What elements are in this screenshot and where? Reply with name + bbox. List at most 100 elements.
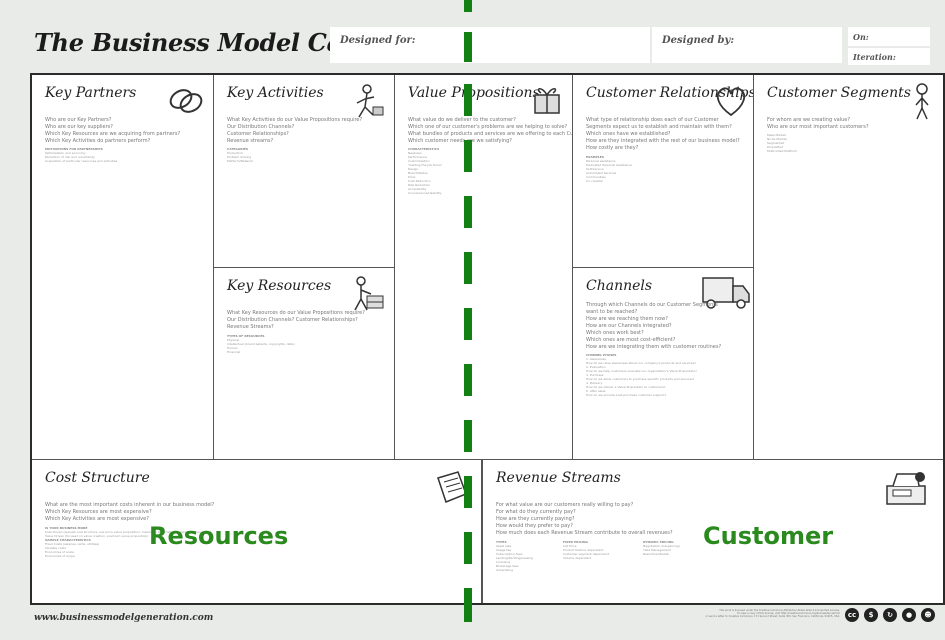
category-item: Intellectual (brand patents, copyrights,…: [227, 342, 295, 346]
question: For what do they currently pay?: [496, 509, 576, 515]
dash-segment: [464, 0, 472, 12]
truck-icon: [702, 277, 750, 309]
question: Who are our most important customers?: [767, 124, 869, 130]
cc-icon: cc: [845, 608, 859, 622]
category-heading: EXAMPLES: [586, 155, 604, 159]
question: What value do we deliver to the customer…: [408, 117, 516, 123]
category-item: Subscription Fees: [496, 552, 523, 556]
block-title: Customer Relationships: [586, 85, 754, 101]
category-item: 2. Evaluation: [586, 365, 606, 369]
category-heading: IS YOUR BUSINESS MORE: [45, 526, 88, 530]
category-item: 4. Delivery: [586, 381, 603, 385]
category-item: Design: [408, 167, 419, 171]
iteration-field[interactable]: Iteration:: [848, 48, 930, 65]
nc-icon: ●: [902, 608, 916, 622]
category-item: Variable costs: [45, 546, 66, 550]
question: Who are our key suppliers?: [45, 124, 113, 130]
category-list: CHANNEL PHASES 1. Awareness How do we ra…: [586, 353, 741, 397]
on-label: On:: [853, 32, 869, 42]
dash-segment: [464, 196, 472, 228]
category-heading: CHANNEL PHASES: [586, 353, 617, 357]
category-item: Multi-sided Platform: [767, 149, 798, 153]
category-list: TYPES OF RESOURCES Physical Intellectual…: [227, 334, 382, 354]
category-item: Acquisition of particular resources and …: [45, 159, 118, 163]
block-title: Key Resources: [227, 278, 332, 294]
license-line: To view a copy of this license, visit ht…: [737, 612, 840, 615]
website-link[interactable]: www.businessmodelgeneration.com: [34, 613, 214, 623]
category-item: Newness: [408, 151, 422, 155]
category-item: Convenience/Usability: [408, 191, 442, 195]
question: Through which Channels do our Customer S…: [586, 302, 718, 308]
license-line: or send a letter to Creative Commons, 17…: [705, 615, 840, 618]
category-item: How do we deliver a Value Proposition to…: [586, 385, 666, 389]
category-item: Performance: [408, 155, 428, 159]
category-item: Personal assistance: [586, 159, 616, 163]
question: What Key Resources do our Value Proposit…: [227, 310, 365, 316]
category-item: Asset sale: [496, 544, 512, 548]
category-list: IS YOUR BUSINESS MORE Cost Driven (leane…: [45, 526, 469, 558]
category-item: Accessibility: [408, 187, 427, 191]
category-item: Niche Market: [767, 137, 787, 141]
category-item: Production: [227, 151, 243, 155]
question-list: What are the most important costs inhere…: [45, 502, 469, 523]
category-item: Automated Services: [586, 171, 617, 175]
dash-segment: [464, 252, 472, 284]
dash-segment: [464, 140, 472, 172]
dynamic-pricing-list: DYNAMIC PRICING Negotiation (bargaining)…: [643, 540, 713, 556]
heart-icon: [716, 87, 746, 117]
question: Who are our Key Partners?: [45, 117, 112, 123]
dash-segment: [464, 32, 472, 62]
category-item: How do we allow customers to purchase sp…: [586, 377, 695, 381]
category-heading: MOTIVATIONS FOR PARTNERSHIPS: [45, 147, 103, 151]
question: How are we reaching them now?: [586, 316, 668, 322]
question: Which one of our customer's problems are…: [408, 124, 568, 130]
question: Segments expect us to establish and main…: [586, 124, 732, 130]
block-key-resources: Key Resources What Key Resources do our …: [214, 268, 395, 460]
gift-icon: [534, 88, 560, 114]
question: Which ones are most cost-efficient?: [586, 337, 676, 343]
license-line: This work is licensed under the Creative…: [719, 609, 840, 612]
category-item: Usage fee: [496, 548, 512, 552]
dash-segment: [464, 532, 472, 564]
category-heading: TYPES: [496, 540, 507, 544]
category-item: Price: [408, 175, 416, 179]
category-item: Self-Service: [586, 167, 604, 171]
sa-icon: ↻: [883, 608, 897, 622]
business-model-canvas: Key Partners Who are our Key Partners? W…: [30, 73, 945, 605]
question: want to be reached?: [586, 309, 638, 315]
question-list: For whom are we creating value? Who are …: [767, 117, 931, 131]
category-heading: TYPES OF RESOURCES: [227, 334, 265, 338]
category-item: How do we help customers evaluate our or…: [586, 369, 697, 373]
designed-by-field[interactable]: Designed by:: [652, 27, 842, 63]
category-item: Cost Driven (leanest cost structure, low…: [45, 530, 212, 534]
block-channels: Channels Through which Channels do our C…: [573, 268, 754, 460]
category-item: Real-time-Market: [643, 552, 669, 556]
question-list: What Key Activities do our Value Proposi…: [227, 117, 382, 145]
question: How are our Channels integrated?: [586, 323, 672, 329]
question: Which customer needs are we satisfying?: [408, 138, 512, 144]
chain-link-icon: [169, 89, 203, 113]
question-list: Through which Channels do our Customer S…: [586, 302, 741, 351]
person-icon: ☻: [921, 608, 935, 622]
question: Which Key Activities are most expensive?: [45, 516, 149, 522]
question: Which Key Resources are we acquiring fro…: [45, 131, 181, 137]
question: Our Distribution Channels? Customer Rela…: [227, 317, 358, 323]
question: What type of relationship does each of o…: [586, 117, 719, 123]
question: How would they prefer to pay?: [496, 523, 573, 529]
block-revenue-streams: Revenue Streams For what value are our c…: [482, 460, 943, 603]
dash-segment: [464, 84, 472, 116]
category-list: CATEGORIES Production Problem Solving Pl…: [227, 147, 382, 163]
question: How much does each Revenue Stream contri…: [496, 530, 673, 536]
dash-segment: [464, 308, 472, 340]
category-item: Co-creation: [586, 179, 604, 183]
question: For whom are we creating value?: [767, 117, 851, 123]
license-text: This work is licensed under the Creative…: [700, 609, 840, 618]
on-field[interactable]: On:: [848, 27, 930, 46]
block-title: Customer Segments: [767, 85, 911, 101]
dash-segment: [464, 588, 472, 622]
question: Which ones work best?: [586, 330, 644, 336]
iteration-label: Iteration:: [853, 52, 896, 62]
category-item: Yield Management: [643, 548, 671, 552]
designed-for-field[interactable]: Designed for:: [330, 27, 650, 63]
question-list: What value do we deliver to the customer…: [408, 117, 572, 145]
